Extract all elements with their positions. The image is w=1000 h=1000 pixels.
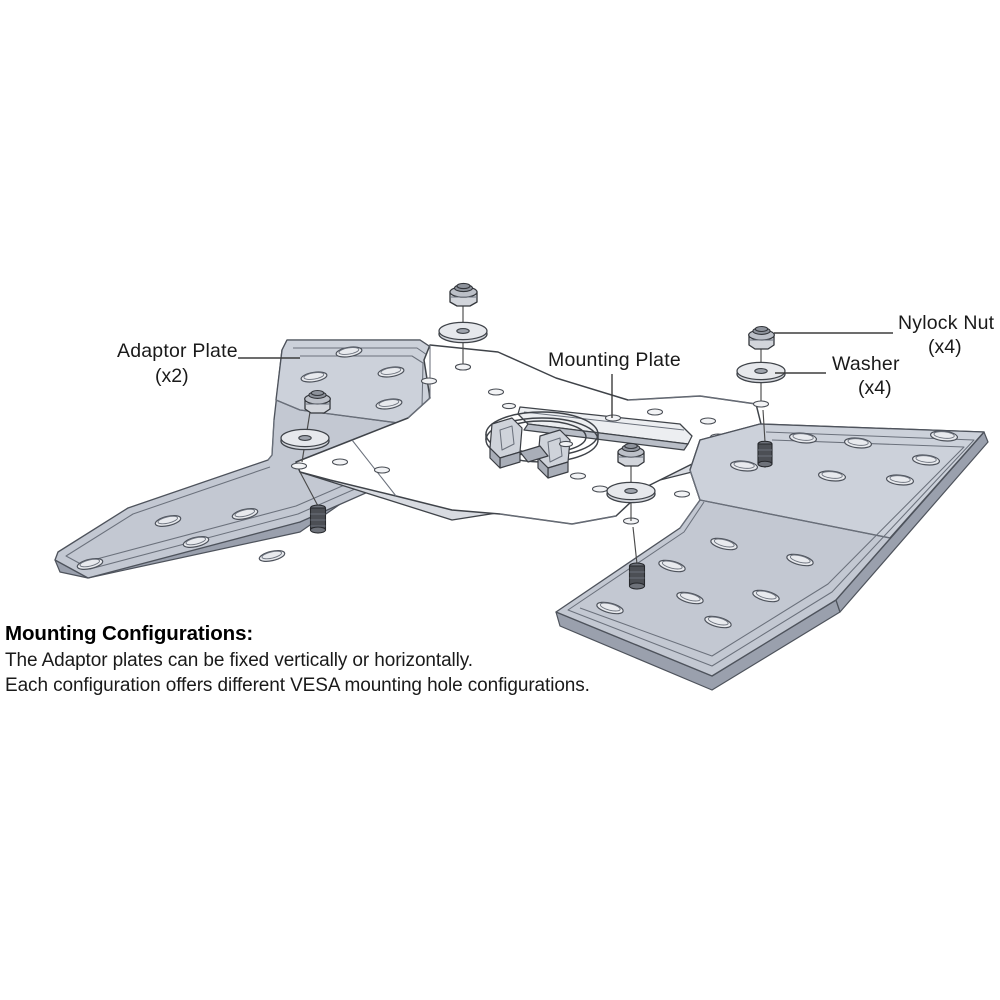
assembly-axis-right-lower: [762, 409, 766, 443]
adaptor-plate-left-seam: [275, 399, 437, 429]
callout-label-mounting-plate: Mounting Plate: [548, 349, 681, 371]
adaptor-plate-right-seam2: [679, 469, 701, 529]
caption-block: Mounting Configurations: The Adaptor pla…: [5, 622, 590, 696]
bolt-left: [309, 504, 327, 534]
callout-washer-quantity: (x4): [858, 377, 892, 399]
washer-bottom: [606, 481, 656, 504]
callout-leaders: [238, 332, 893, 418]
caption-line-1: The Adaptor plates can be fixed vertical…: [5, 650, 473, 671]
nylock-nut-left: [304, 389, 331, 414]
adaptor-plate-right-groove-inner: [579, 439, 965, 657]
callout-nylock-nut-label: Nylock Nut: [898, 312, 995, 334]
nylock-nut-top-center: [449, 282, 478, 307]
washer-right: [736, 361, 786, 384]
adaptor-plate-left-holes-lower: [76, 508, 286, 570]
adaptor-plate-left-holes-upper: [300, 346, 405, 410]
hardware-stack-bottom: [606, 442, 656, 590]
mounting-plate-fold-left: [351, 439, 397, 497]
callout-label-adaptor-plate: Adaptor Plate (x2): [117, 340, 238, 387]
mounting-plate-fold-upper-left: [407, 345, 431, 419]
assembly-axis-bottom-lower: [632, 526, 638, 565]
adaptor-plate-right-seam: [699, 499, 891, 539]
adaptor-plate-left-groove-outer: [65, 347, 431, 570]
washer-left: [280, 428, 330, 451]
callout-label-washer: Washer (x4): [832, 353, 900, 399]
bolt-bottom: [628, 562, 646, 590]
hardware-stack-right: [736, 325, 786, 468]
nylock-nut-right: [748, 325, 775, 350]
hardware-stack-left: [280, 389, 331, 534]
bolt-right: [757, 440, 773, 468]
mounting-plate: [290, 344, 763, 525]
adaptor-plate-right-holes-lower: [596, 537, 814, 629]
hole-right: [752, 400, 770, 408]
hardware-stack-top-center: [438, 282, 488, 371]
adaptor-plate-right-groove-outer: [567, 431, 975, 667]
adaptor-plate-right-holes-upper: [729, 430, 959, 486]
mounting-plate-collar-clamp: [485, 411, 599, 479]
nylock-nut-bottom: [617, 442, 645, 467]
mounting-plate-fold-lower: [499, 513, 617, 525]
callout-mounting-plate-label: Mounting Plate: [548, 349, 681, 371]
caption-line-2: Each configuration offers different VESA…: [5, 675, 590, 696]
callout-adaptor-plate-quantity: (x2): [155, 365, 189, 387]
adaptor-plate-left-seam-lower: [267, 419, 275, 461]
callout-nylock-nut-quantity: (x4): [928, 336, 962, 358]
callout-washer-label: Washer: [832, 353, 900, 375]
assembly-axis-left-lower: [299, 471, 319, 507]
callout-adaptor-plate-label: Adaptor Plate: [117, 340, 238, 362]
caption-heading: Mounting Configurations:: [5, 622, 253, 645]
callout-label-nylock-nut: Nylock Nut (x4): [898, 312, 995, 358]
mounting-plate-fold-right: [627, 395, 757, 405]
hole-top-center: [454, 363, 472, 371]
washer-top-center: [438, 321, 488, 344]
